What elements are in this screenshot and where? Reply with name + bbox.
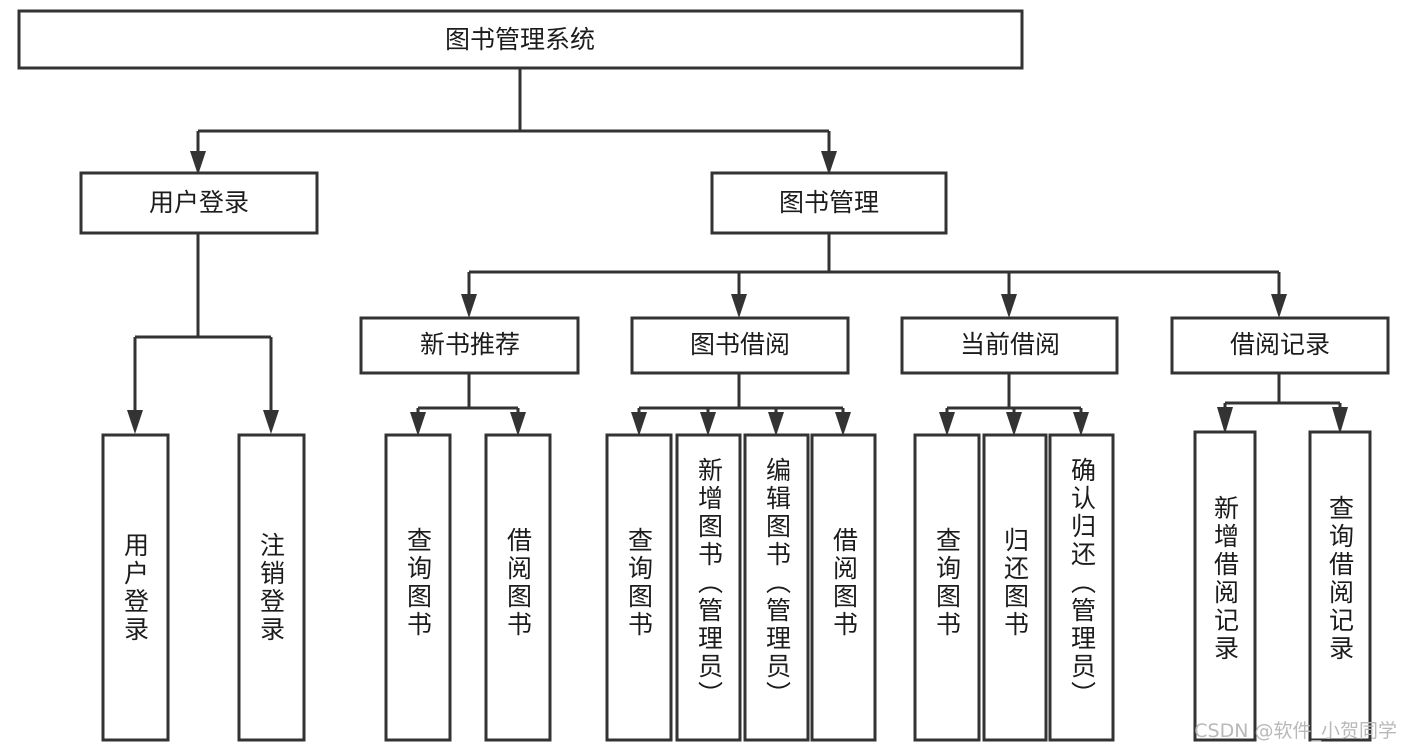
arrow-to-leaf-borrow-book	[835, 412, 851, 436]
node-leaf-logout-login-label: 注销登录	[257, 532, 286, 644]
arrow-to-leaf-user-login	[127, 410, 143, 434]
arrow-to-leaf-query-borrow-record	[1332, 407, 1348, 434]
arrow-to-new-book-recommend	[461, 294, 477, 318]
node-new-book-recommend-box[interactable]	[359, 316, 580, 375]
node-leaf-confirm-return-admin[interactable]: 确认归还（管理员）	[1048, 433, 1115, 742]
node-leaf-return-book[interactable]: 归还图书	[982, 433, 1048, 742]
arrow-to-leaf-confirm-return-admin	[1073, 412, 1089, 436]
node-leaf-edit-book-admin-label: 编辑图书（管理员）	[763, 457, 792, 709]
node-book-management[interactable]: 图书管理	[710, 171, 948, 235]
node-leaf-user-login-box[interactable]	[101, 433, 170, 742]
node-leaf-user-login-label: 用户登录	[121, 532, 150, 644]
arrow-to-leaf-borrow-book-rec	[510, 412, 526, 436]
arrow-to-leaf-add-borrow-record	[1217, 407, 1233, 434]
node-current-borrow-label: 当前借阅	[960, 330, 1060, 359]
node-leaf-query-borrow-record-label: 查询借阅记录	[1326, 495, 1355, 663]
node-borrow-record-label: 借阅记录	[1230, 330, 1330, 359]
node-new-book-recommend[interactable]: 新书推荐	[359, 316, 580, 375]
node-book-borrow-box[interactable]	[630, 316, 850, 375]
node-leaf-borrow-book[interactable]: 借阅图书	[810, 433, 877, 742]
node-leaf-return-book-box[interactable]	[982, 433, 1048, 742]
arrow-to-leaf-return-book	[1006, 412, 1022, 436]
arrow-to-book-borrow	[731, 294, 747, 318]
node-leaf-user-login[interactable]: 用户登录	[101, 433, 170, 742]
arrow-to-leaf-edit-book-admin	[768, 412, 784, 436]
node-book-borrow[interactable]: 图书借阅	[630, 316, 850, 375]
node-leaf-add-book-admin[interactable]: 新增图书（管理员）	[675, 433, 742, 742]
node-current-borrow[interactable]: 当前借阅	[900, 316, 1119, 375]
node-leaf-query-borrow-record-box[interactable]	[1308, 430, 1372, 742]
node-user-login-box[interactable]	[79, 171, 319, 235]
node-leaf-add-borrow-record-box[interactable]	[1193, 430, 1257, 742]
node-root-label: 图书管理系统	[445, 25, 595, 54]
arrow-to-current-borrow	[1001, 294, 1017, 318]
node-leaf-query-book-current[interactable]: 查询图书	[913, 433, 981, 742]
arrow-to-leaf-add-book-admin	[700, 412, 716, 436]
arrow-to-leaf-logout-login	[263, 410, 279, 434]
node-leaf-add-borrow-record[interactable]: 新增借阅记录	[1193, 430, 1257, 742]
node-leaf-query-book-rec[interactable]: 查询图书	[384, 433, 452, 742]
node-leaf-add-book-admin-label: 新增图书（管理员）	[695, 457, 724, 709]
node-leaf-edit-book-admin-box[interactable]	[743, 433, 810, 742]
node-book-borrow-label: 图书借阅	[690, 330, 790, 359]
node-leaf-borrow-book-rec-label: 借阅图书	[504, 527, 533, 639]
node-leaf-borrow-book-label: 借阅图书	[830, 527, 859, 639]
node-leaf-confirm-return-admin-box[interactable]	[1048, 433, 1115, 742]
node-leaf-query-book-rec-box[interactable]	[384, 433, 452, 742]
node-leaf-query-book-current-box[interactable]	[913, 433, 981, 742]
node-leaf-add-book-admin-box[interactable]	[675, 433, 742, 742]
node-leaf-add-borrow-record-label: 新增借阅记录	[1211, 495, 1240, 663]
arrow-to-book-management	[821, 151, 837, 175]
arrow-to-leaf-query-book-borrow	[631, 412, 647, 436]
connector-layer	[127, 69, 1348, 436]
node-current-borrow-box[interactable]	[900, 316, 1119, 375]
arrow-to-borrow-record	[1271, 294, 1287, 318]
node-root-box[interactable]	[17, 9, 1024, 70]
node-book-management-box[interactable]	[710, 171, 948, 235]
arrow-to-leaf-query-book-current	[939, 412, 955, 436]
node-leaf-edit-book-admin[interactable]: 编辑图书（管理员）	[743, 433, 810, 742]
node-user-login[interactable]: 用户登录	[79, 171, 319, 235]
node-leaf-confirm-return-admin-label: 确认归还（管理员）	[1068, 457, 1097, 709]
node-leaf-borrow-book-rec-box[interactable]	[484, 433, 552, 742]
node-leaf-return-book-label: 归还图书	[1001, 527, 1030, 639]
node-new-book-recommend-label: 新书推荐	[420, 330, 520, 359]
node-root[interactable]: 图书管理系统	[17, 9, 1024, 70]
node-leaf-query-borrow-record[interactable]: 查询借阅记录	[1308, 430, 1372, 742]
node-borrow-record-box[interactable]	[1170, 316, 1390, 375]
node-leaf-query-book-borrow-box[interactable]	[605, 433, 673, 742]
node-book-management-label: 图书管理	[779, 188, 879, 217]
node-leaf-logout-login[interactable]: 注销登录	[237, 433, 306, 742]
node-leaf-borrow-book-rec[interactable]: 借阅图书	[484, 433, 552, 742]
node-leaf-logout-login-box[interactable]	[237, 433, 306, 742]
node-borrow-record[interactable]: 借阅记录	[1170, 316, 1390, 375]
node-leaf-query-book-rec-label: 查询图书	[404, 527, 433, 639]
node-user-login-label: 用户登录	[149, 188, 249, 217]
node-leaf-query-book-current-label: 查询图书	[933, 527, 962, 639]
arrow-to-user-login	[190, 151, 206, 175]
node-leaf-borrow-book-box[interactable]	[810, 433, 877, 742]
node-leaf-query-book-borrow-label: 查询图书	[625, 527, 654, 639]
node-leaf-query-book-borrow[interactable]: 查询图书	[605, 433, 673, 742]
arrow-to-leaf-query-book-rec	[410, 412, 426, 436]
